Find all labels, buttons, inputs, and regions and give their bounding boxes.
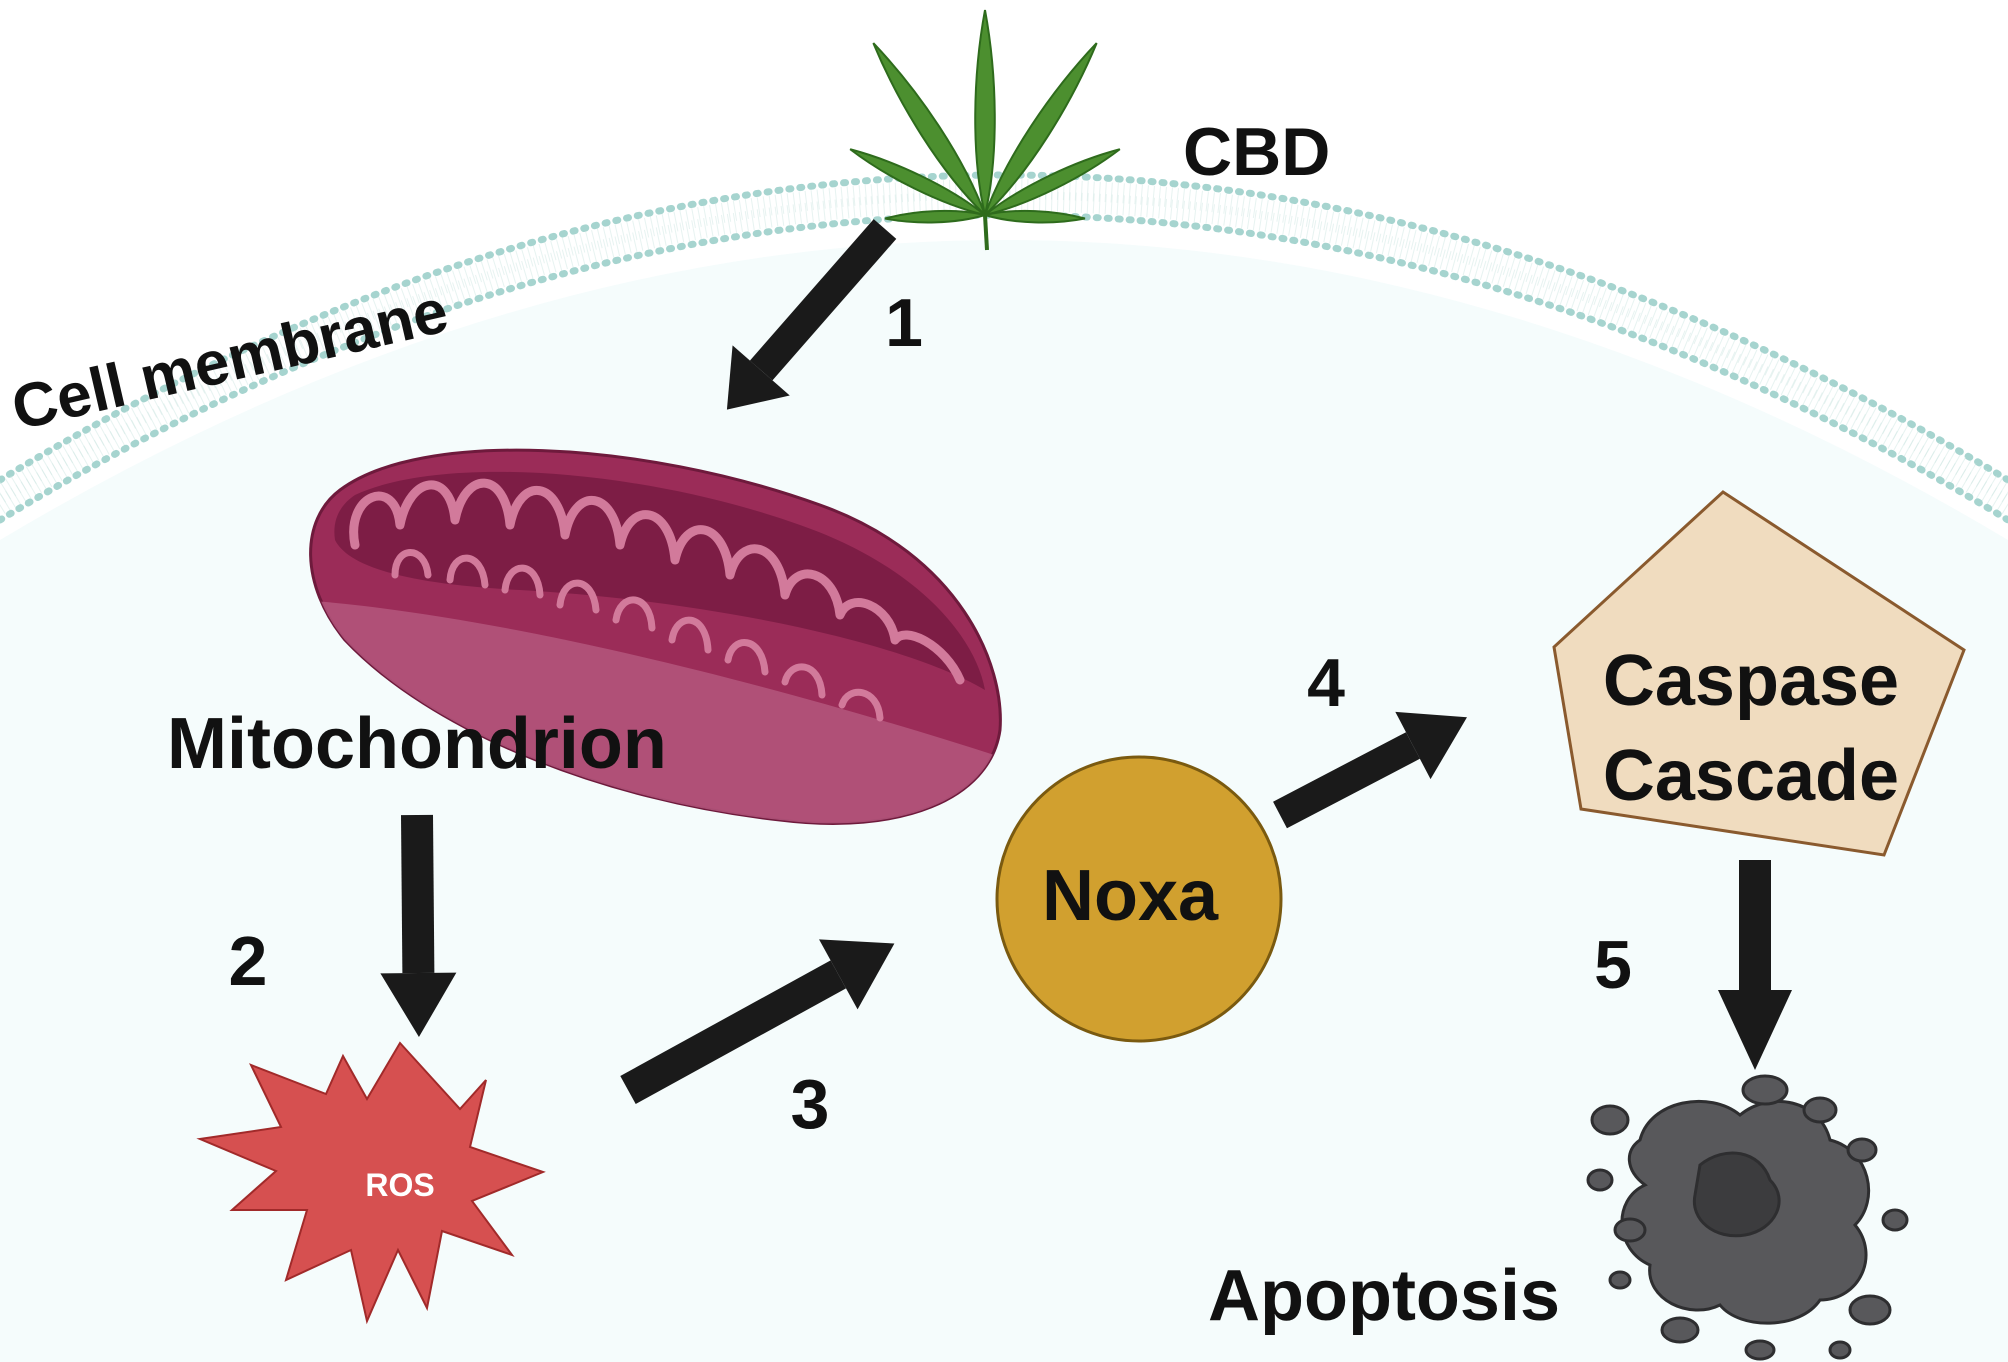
arrow-step-3	[620, 939, 895, 1105]
noxa-label: Noxa	[1042, 856, 1219, 936]
caspase-label-line2: Cascade	[1603, 736, 1899, 816]
mitochondrion-cristae	[349, 478, 965, 685]
apoptosis-label: Apoptosis	[1208, 1256, 1560, 1336]
step-number-1: 1	[885, 285, 923, 361]
step-number-4: 4	[1307, 645, 1345, 721]
arrow-step-4	[1273, 711, 1467, 829]
step-number-2: 2	[229, 922, 268, 1000]
cbd-label: CBD	[1183, 114, 1330, 190]
ros-burst-icon	[196, 1041, 546, 1325]
step-number-3: 3	[791, 1065, 830, 1143]
caspase-cascade-node	[1552, 490, 1966, 857]
noxa-node	[995, 755, 1283, 1043]
step-number-5: 5	[1594, 927, 1632, 1003]
cannabis-leaf-icon	[849, 9, 1121, 251]
arrow-step-1	[726, 219, 897, 410]
mitochondrion-organelle	[309, 448, 1002, 825]
mitochondrion-label: Mitochondrion	[167, 704, 667, 784]
ros-label: ROS	[365, 1167, 434, 1203]
caspase-label-line1: Caspase	[1603, 641, 1899, 721]
apoptotic-cell-icon	[1586, 1074, 1909, 1361]
pathway-arrows	[380, 219, 1792, 1105]
arrow-step-2	[380, 814, 457, 1037]
arrow-step-5	[1718, 860, 1792, 1070]
